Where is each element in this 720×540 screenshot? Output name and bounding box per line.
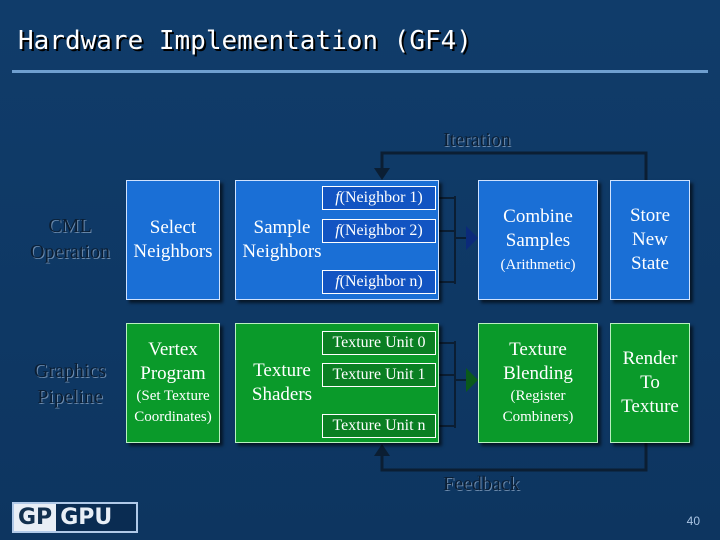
neighbor-n-label: (Neighbor n)	[339, 273, 423, 290]
neighbor-1-label: (Neighbor 1)	[339, 189, 423, 206]
vertex-program-line1: Vertex	[148, 339, 198, 360]
texture-unit-1-pill: Texture Unit 1	[322, 363, 436, 387]
vertex-program-box: Vertex Program (Set Texture Coordinates)	[126, 323, 220, 443]
combine-samples-line2: Samples	[505, 230, 571, 251]
select-neighbors-line1: Select	[149, 217, 197, 238]
neighbor-n-pill: f(Neighbor n)	[322, 270, 436, 294]
texture-blending-line2: Blending	[503, 363, 573, 384]
bottom-merge-arrow	[466, 368, 478, 392]
neighbor-2-f: f	[335, 222, 340, 239]
render-to-texture-box: Render To Texture	[610, 323, 690, 443]
sample-neighbors-label: Sample Neighbors	[240, 216, 324, 264]
row-label-graphics-line1: Graphics	[33, 360, 107, 382]
texture-unit-n-pill: Texture Unit n	[322, 414, 436, 438]
render-to-texture-line2: To	[640, 372, 660, 393]
combine-samples-sub: (Arithmetic)	[500, 257, 576, 273]
texture-unit-0-pill: Texture Unit 0	[322, 331, 436, 355]
texture-blending-sub2: Combiners)	[502, 409, 574, 425]
combine-samples-line1: Combine	[503, 206, 573, 227]
feedback-arrowhead	[374, 444, 390, 456]
texture-shaders-line2: Shaders	[251, 384, 313, 405]
row-label-cml-line1: CML	[48, 215, 92, 237]
texture-blending-line1: Texture	[509, 339, 567, 360]
row-label-cml: CML Operation	[18, 213, 122, 265]
texture-shaders-line1: Texture	[253, 360, 311, 381]
store-new-state-line3: State	[631, 253, 669, 274]
neighbor-2-label: (Neighbor 2)	[339, 222, 423, 239]
texture-blending-sub1: (Register	[510, 388, 566, 404]
iteration-arrow	[380, 151, 648, 180]
row-label-graphics: Graphics Pipeline	[18, 358, 122, 410]
title-underline	[12, 70, 708, 73]
sample-neighbors-line1: Sample	[253, 217, 311, 238]
combine-samples-box: Combine Samples (Arithmetic)	[478, 180, 598, 300]
texture-shaders-label: Texture Shaders	[240, 359, 324, 407]
slide-title: Hardware Implementation (GF4)	[18, 26, 472, 56]
select-neighbors-line2: Neighbors	[133, 241, 213, 262]
store-new-state-line1: Store	[629, 205, 671, 226]
neighbor-n-f: f	[335, 273, 340, 290]
row-label-graphics-line2: Pipeline	[37, 386, 103, 408]
gpgpu-logo: GP GPU	[12, 502, 138, 533]
neighbor-1-f: f	[335, 189, 340, 206]
iteration-label: Iteration	[443, 129, 511, 151]
vertex-program-line2: Program	[140, 363, 206, 384]
gpgpu-logo-part1: GP	[14, 504, 57, 531]
select-neighbors-box: Select Neighbors	[126, 180, 220, 300]
store-new-state-line2: New	[632, 229, 668, 250]
feedback-arrow	[380, 443, 648, 472]
sample-neighbors-line2: Neighbors	[242, 241, 322, 262]
feedback-label: Feedback	[443, 473, 520, 495]
render-to-texture-line3: Texture	[621, 396, 679, 417]
gpgpu-logo-part2: GPU	[60, 505, 113, 530]
vertex-program-sub2: Coordinates)	[134, 409, 212, 425]
neighbor-1-pill: f(Neighbor 1)	[322, 186, 436, 210]
page-number: 40	[686, 514, 700, 528]
store-new-state-box: Store New State	[610, 180, 690, 300]
render-to-texture-line1: Render	[622, 348, 678, 369]
texture-blending-box: Texture Blending (Register Combiners)	[478, 323, 598, 443]
vertex-program-sub1: (Set Texture	[136, 388, 210, 404]
neighbor-2-pill: f(Neighbor 2)	[322, 219, 436, 243]
iteration-arrowhead	[374, 168, 390, 180]
row-label-cml-line2: Operation	[30, 241, 110, 263]
top-merge-arrow	[466, 226, 478, 250]
